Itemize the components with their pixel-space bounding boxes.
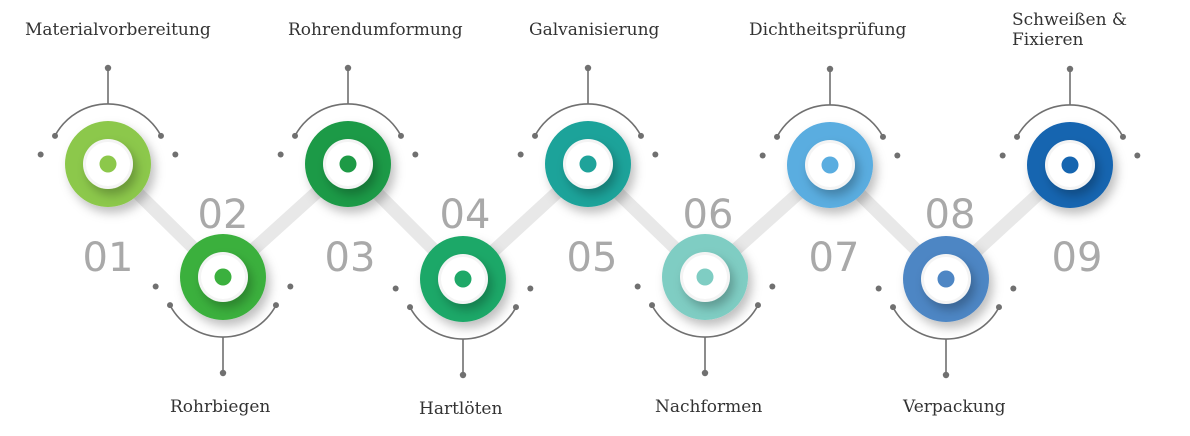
ornament-7: [759, 65, 901, 159]
step-number-8: 08: [925, 192, 976, 238]
step-number-6: 06: [683, 192, 734, 238]
step-number-5: 05: [567, 235, 618, 281]
step-node-9: [1027, 122, 1113, 208]
ornament-9: [999, 65, 1141, 159]
step-label-09: Schweißen & Fixieren: [1012, 10, 1128, 50]
ornament-2: [152, 283, 294, 377]
step-node-1: [65, 121, 151, 207]
step-number-3: 03: [325, 235, 376, 281]
step-label-07: Dichtheitsprüfung: [749, 20, 907, 40]
step-label-04: Hartlöten: [419, 399, 503, 419]
step-node-8: [903, 236, 989, 322]
step-node-7: [787, 122, 873, 208]
step-label-03: Rohrendumformung: [288, 20, 463, 40]
step-numbers: 01 02 03 04 05 06 07 08 09: [83, 192, 1103, 281]
step-node-5: [545, 121, 631, 207]
step-number-4: 04: [440, 192, 491, 238]
step-label-02: Rohrbiegen: [170, 397, 271, 417]
step-number-2: 02: [198, 192, 249, 238]
step-label-06: Nachformen: [655, 397, 763, 417]
ornaments: [37, 64, 1141, 379]
ornament-1: [37, 64, 179, 158]
step-node-2: [180, 234, 266, 320]
step-number-1: 01: [83, 235, 134, 281]
step-node-4: [420, 236, 506, 322]
step-node-6: [662, 234, 748, 320]
ornament-5: [517, 64, 659, 158]
step-nodes: [65, 121, 1113, 322]
step-number-7: 07: [809, 235, 860, 281]
step-node-3: [305, 121, 391, 207]
step-number-9: 09: [1052, 235, 1103, 281]
ornament-4: [392, 285, 534, 379]
step-label-05: Galvanisierung: [529, 20, 660, 40]
step-label-08: Verpackung: [903, 397, 1006, 417]
ornament-6: [634, 283, 776, 377]
step-label-01: Materialvorbereitung: [25, 20, 211, 40]
ornament-8: [875, 285, 1017, 379]
ornament-3: [277, 64, 419, 158]
